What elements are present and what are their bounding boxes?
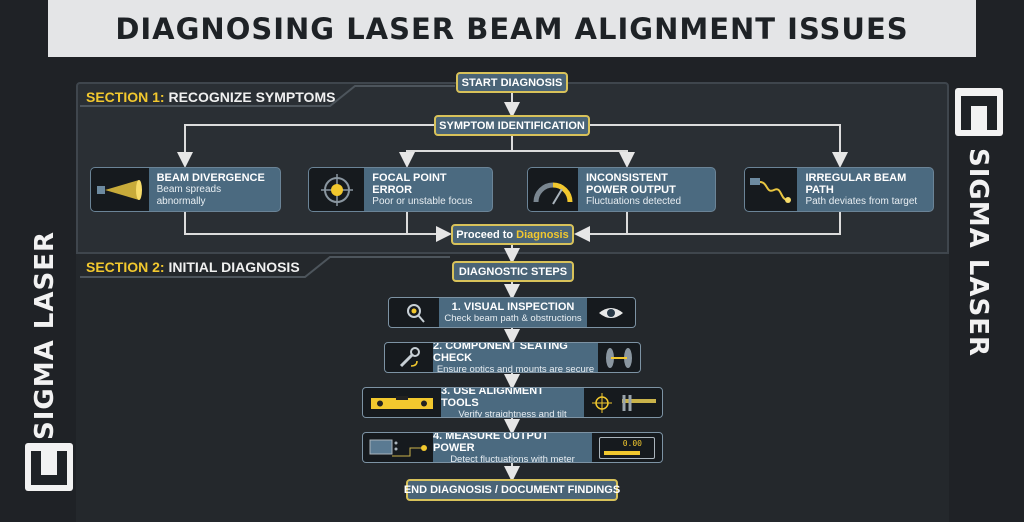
magnifier-icon: [389, 298, 439, 327]
section-1-prefix: SECTION 1:: [86, 89, 165, 105]
step-desc: Ensure optics and mounts are secure: [436, 364, 595, 373]
page-title: DIAGNOSING LASER BEAM ALIGNMENT ISSUES: [48, 0, 976, 57]
section-2-header: SECTION 2: INITIAL DIAGNOSIS: [86, 259, 300, 275]
brand-right: SIGMA LASER: [963, 148, 993, 357]
symptom-desc: Beam spreads abnormally: [156, 183, 222, 207]
proceed-prefix: Proceed to: [456, 228, 514, 241]
meter-reading: 0.00: [622, 438, 642, 448]
eye-icon: [587, 298, 635, 327]
crosshair-icon: [309, 168, 365, 211]
symptom-title: INCONSISTENT POWER OUTPUT: [586, 171, 676, 196]
step-title: 1. VISUAL INSPECTION: [451, 301, 575, 313]
wavy-beam-icon: [745, 168, 798, 211]
step-desc: Check beam path & obstructions: [444, 313, 582, 324]
spirit-level-icon: [363, 388, 441, 417]
section-2-prefix: SECTION 2:: [86, 259, 165, 275]
power-meter-icon: 0.00: [592, 433, 662, 462]
caliper-icon: [584, 388, 662, 417]
start-diagnosis-node: START DIAGNOSIS: [456, 72, 568, 93]
sigma-logo-left: [25, 443, 73, 491]
section-1-label: RECOGNIZE SYMPTOMS: [168, 89, 336, 105]
symptom-title: BEAM DIVERGENCE: [156, 171, 265, 184]
gauge-icon: [528, 168, 578, 211]
brand-left: SIGMA LASER: [30, 231, 60, 440]
symptom-desc: Path deviates from target: [805, 195, 918, 207]
step-title: 4. MEASURE OUTPUT POWER: [433, 432, 549, 454]
proceed-highlight: Diagnosis: [516, 228, 569, 241]
wrench-icon: [385, 343, 433, 372]
symptom-desc: Fluctuations detected: [586, 195, 682, 207]
step-desc: Verify straightness and tilt: [458, 409, 567, 418]
optic-mount-icon: [598, 343, 640, 372]
symptom-identification-node: SYMPTOM IDENTIFICATION: [434, 115, 590, 136]
monitor-icon: [363, 433, 433, 462]
end-node: END DIAGNOSIS / DOCUMENT FINDINGS: [404, 479, 620, 501]
section-2-label: INITIAL DIAGNOSIS: [168, 259, 300, 275]
symptom-title: FOCAL POINT ERROR: [372, 171, 447, 196]
symptom-desc: Poor or unstable focus: [372, 195, 473, 207]
section-1-header: SECTION 1: RECOGNIZE SYMPTOMS: [86, 89, 335, 105]
diagnostic-steps-node: DIAGNOSTIC STEPS: [452, 261, 574, 282]
beam-cone-icon: [91, 168, 149, 211]
step-title: 2. COMPONENT SEATING CHECK: [433, 342, 568, 364]
symptom-title: IRREGULAR BEAM PATH: [805, 171, 907, 196]
step-title: 3. USE ALIGNMENT TOOLS: [441, 387, 544, 409]
step-desc: Detect fluctuations with meter: [450, 454, 575, 463]
sigma-logo-right: [955, 88, 1003, 136]
